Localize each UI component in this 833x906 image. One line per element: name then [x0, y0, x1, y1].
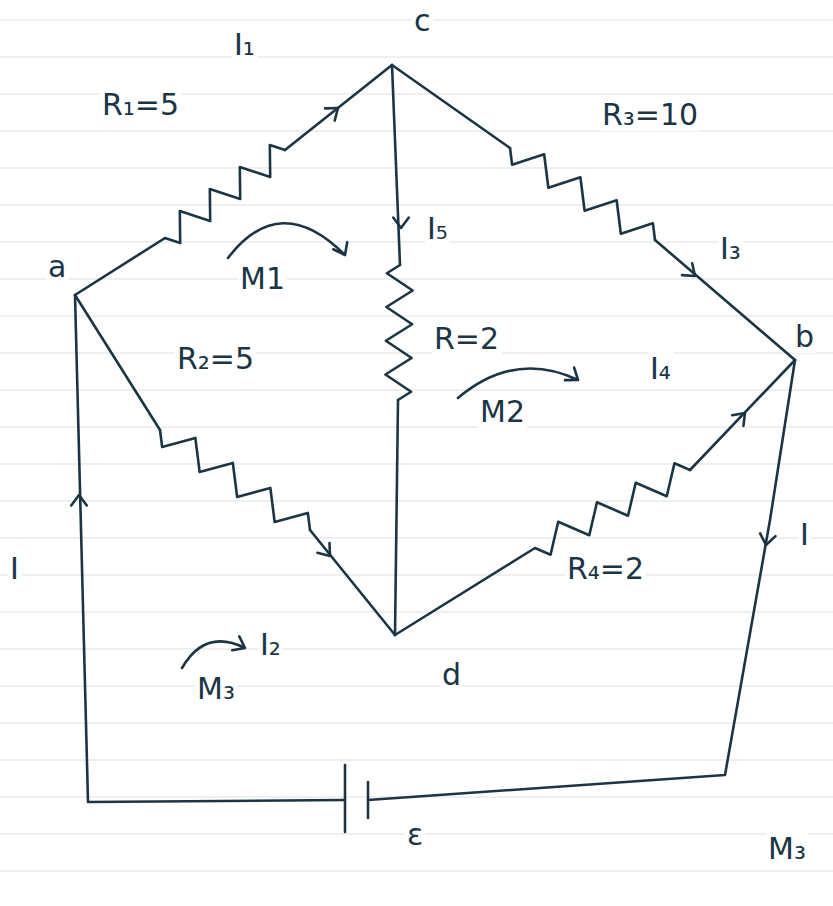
ruled-line	[0, 353, 833, 354]
current-arrow	[760, 533, 775, 545]
node-label: b	[793, 320, 816, 353]
wire	[75, 295, 345, 802]
ruled-line	[0, 316, 833, 317]
wire	[395, 400, 398, 635]
resistor-label: R₃=10	[600, 98, 700, 131]
node-label: d	[440, 658, 463, 691]
resistor-label: R=2	[432, 322, 501, 355]
mesh-label: M1	[238, 262, 287, 295]
resistor-symbol	[165, 145, 285, 243]
node-label: a	[46, 250, 68, 283]
ruled-line	[0, 575, 833, 576]
current-arrow	[682, 263, 695, 276]
resistor-symbol	[160, 430, 310, 530]
ruled-line	[0, 464, 833, 465]
ruled-line	[0, 612, 833, 613]
circuit	[71, 65, 795, 832]
mesh-label: M2	[478, 395, 527, 428]
current-arrow	[71, 495, 87, 505]
mesh-label: M₃	[766, 832, 808, 865]
current-label: I₂	[258, 628, 283, 661]
ruled-line	[0, 686, 833, 687]
wire	[392, 65, 400, 265]
resistor-symbol	[510, 148, 655, 240]
ruled-line	[0, 871, 833, 872]
ruled-line	[0, 538, 833, 539]
current-arrow	[732, 413, 745, 426]
mesh-arrow	[182, 636, 245, 668]
current-arrow	[317, 543, 330, 556]
current-arrow	[325, 108, 338, 121]
ruled-line	[0, 501, 833, 502]
mesh-arrow	[228, 223, 347, 258]
ruled-line	[0, 131, 833, 132]
ruled-line	[0, 427, 833, 428]
battery-plate	[367, 782, 370, 818]
current-label: I₃	[718, 232, 743, 265]
current-label: I	[798, 518, 811, 551]
resistor-label: R₄=2	[565, 552, 646, 585]
resistor-symbol	[535, 463, 690, 554]
resistor-label: R₂=5	[175, 342, 256, 375]
wire	[395, 548, 535, 635]
ruled-line	[0, 242, 833, 243]
wire	[75, 295, 160, 430]
current-label: I	[8, 552, 21, 585]
wire	[392, 65, 510, 148]
current-label: I₁	[232, 28, 257, 61]
wire	[285, 65, 392, 150]
resistor-label: R₁=5	[100, 88, 181, 121]
ruled-line	[0, 168, 833, 169]
ruled-line	[0, 279, 833, 280]
wire	[310, 530, 395, 635]
current-arrow	[393, 218, 409, 228]
battery-plate	[344, 765, 347, 832]
current-label: I₄	[648, 352, 673, 385]
wire	[75, 238, 165, 295]
mesh-arrow	[458, 368, 578, 398]
mesh-label: M₃	[195, 672, 237, 705]
wire	[368, 360, 795, 800]
ruled-lines	[0, 20, 833, 871]
resistor-symbol	[385, 265, 412, 400]
ruled-line	[0, 723, 833, 724]
ruled-line	[0, 205, 833, 206]
emf-label: ε	[405, 818, 425, 851]
ruled-line	[0, 760, 833, 761]
node-label: c	[412, 4, 433, 37]
ruled-line	[0, 649, 833, 650]
ruled-line	[0, 390, 833, 391]
current-label: I₅	[425, 212, 450, 245]
ruled-line	[0, 57, 833, 58]
